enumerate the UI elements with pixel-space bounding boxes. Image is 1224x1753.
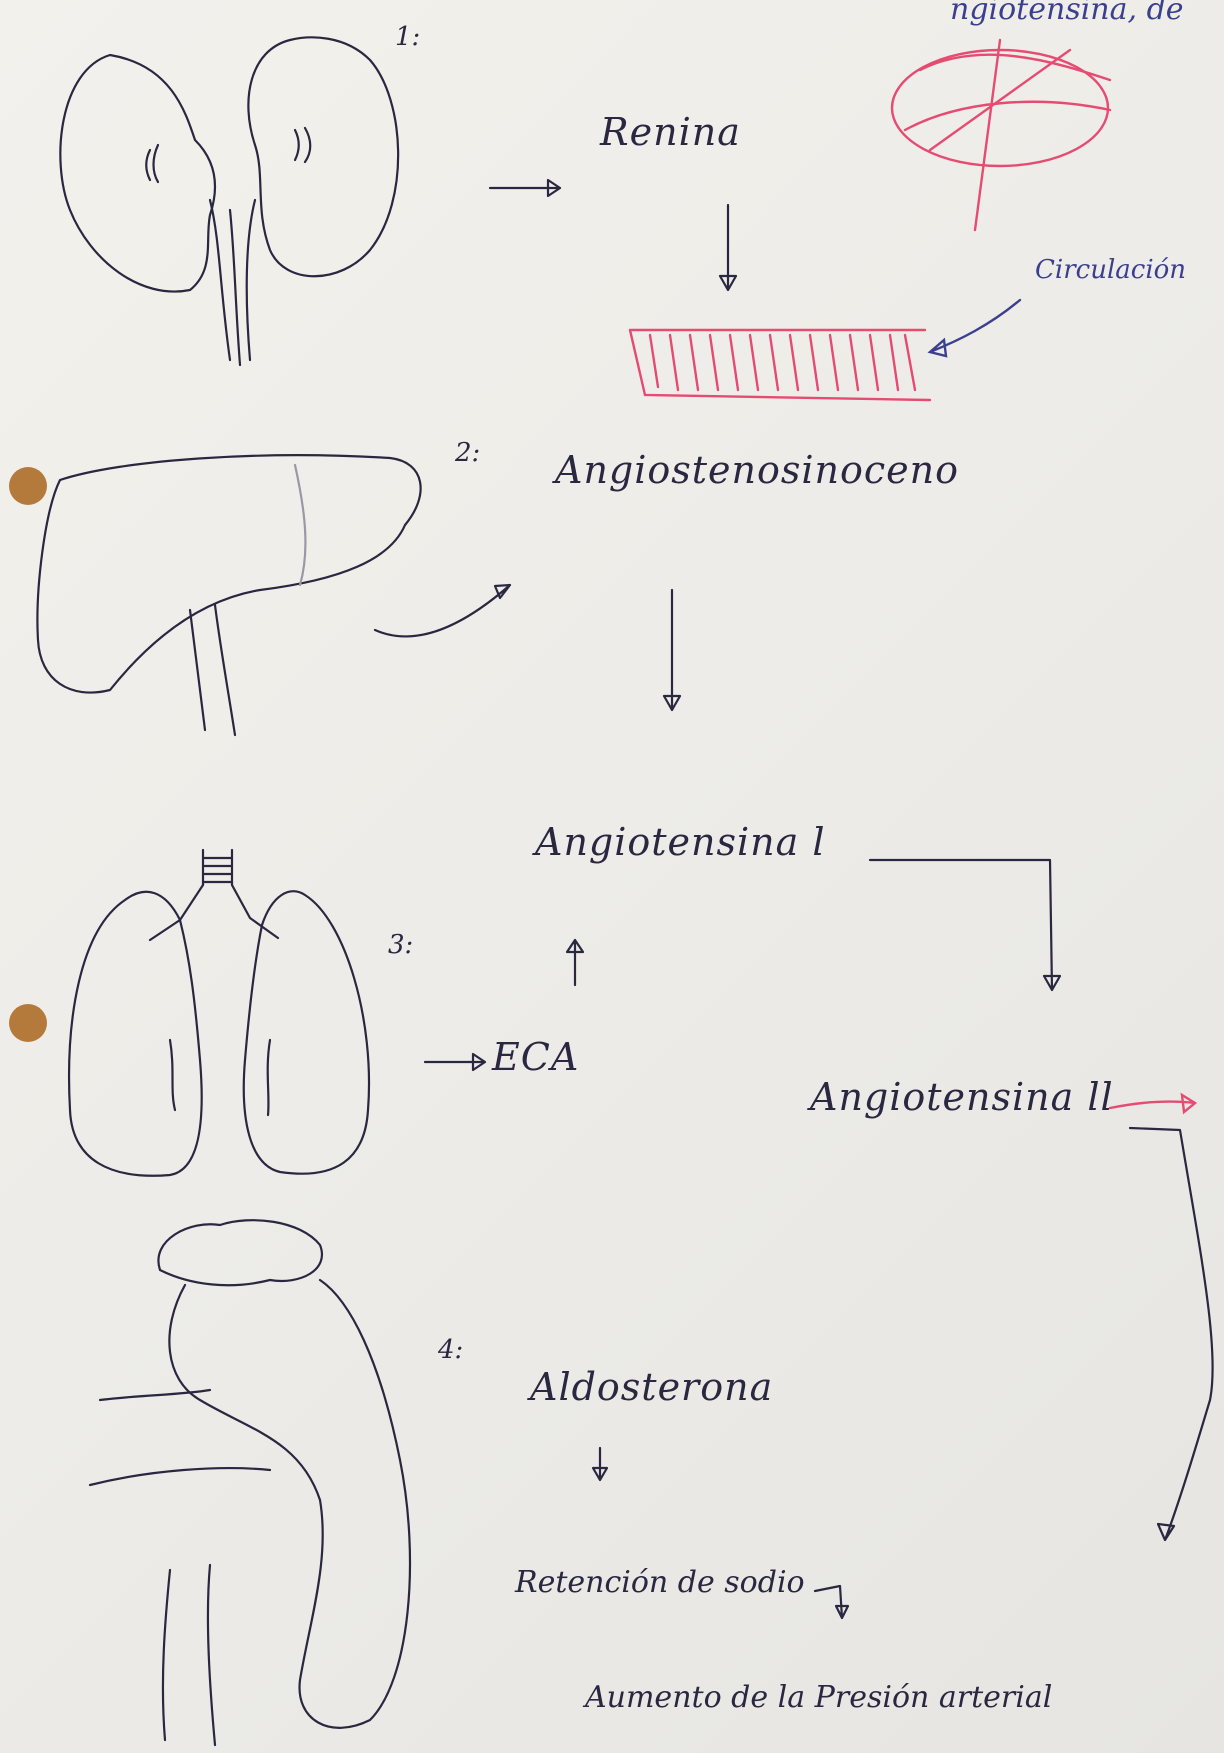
step-2-label: Angiostenosinoceno — [555, 448, 959, 492]
angiotensina-2-label: Angiotensina ll — [810, 1075, 1114, 1119]
blood-pressure-result: Aumento de la Presión arterial — [585, 1680, 1052, 1715]
step-3-number: 3: — [388, 930, 413, 960]
circulation-label: Circulación — [1035, 255, 1186, 285]
blue-arrow — [930, 300, 1020, 356]
pink-annotations — [630, 40, 1195, 1112]
step-1-number: 1: — [395, 22, 420, 52]
kidneys-drawing — [60, 37, 398, 365]
pink-arrow — [1110, 1095, 1195, 1112]
step-4-number: 4: — [438, 1335, 463, 1365]
eca-label: ECA — [492, 1035, 579, 1079]
adrenal-kidney-drawing — [90, 1220, 410, 1745]
liver-drawing — [37, 455, 420, 735]
step-3-label: Angiotensina l — [535, 820, 826, 864]
flow-arrows — [375, 180, 1213, 1618]
top-cut-text: ngiotensina, de — [950, 0, 1184, 27]
sodium-retention-label: Retención de sodio — [515, 1565, 805, 1600]
step-4-label: Aldosterona — [530, 1365, 773, 1409]
step-2-number: 2: — [455, 438, 480, 468]
punch-hole-lower — [9, 1004, 47, 1042]
punch-hole-upper — [9, 467, 47, 505]
lungs-drawing — [69, 850, 369, 1176]
step-1-label: Renina — [600, 110, 741, 154]
